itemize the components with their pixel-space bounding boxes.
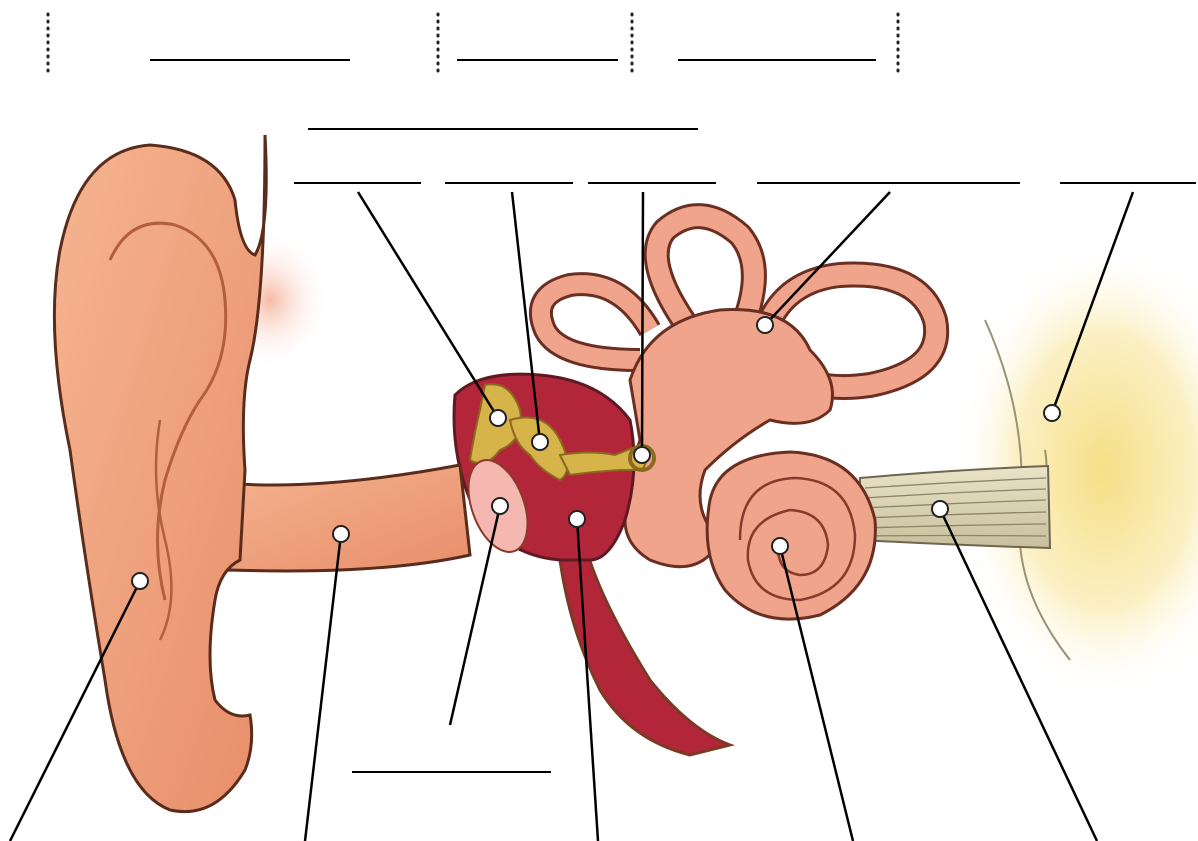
semicircular-canals-leader bbox=[765, 192, 890, 325]
brain-marker bbox=[1044, 405, 1060, 421]
ear-canal-leader bbox=[305, 534, 341, 841]
malleus-marker bbox=[490, 410, 506, 426]
region-dividers bbox=[48, 14, 898, 74]
malleus-leader bbox=[358, 192, 498, 418]
auricle bbox=[54, 135, 266, 812]
stapes-leader bbox=[642, 192, 643, 455]
cochlea-marker bbox=[772, 538, 788, 554]
eardrum-marker bbox=[492, 498, 508, 514]
stapes-marker bbox=[634, 447, 650, 463]
incus-marker bbox=[532, 434, 548, 450]
semicircular-canals-marker bbox=[757, 317, 773, 333]
cochlear-nerve bbox=[860, 466, 1050, 548]
auricle-marker bbox=[132, 573, 148, 589]
cochlear-nerve-marker bbox=[932, 501, 948, 517]
ear-canal-marker bbox=[333, 526, 349, 542]
middle-ear-cavity-marker bbox=[569, 511, 585, 527]
